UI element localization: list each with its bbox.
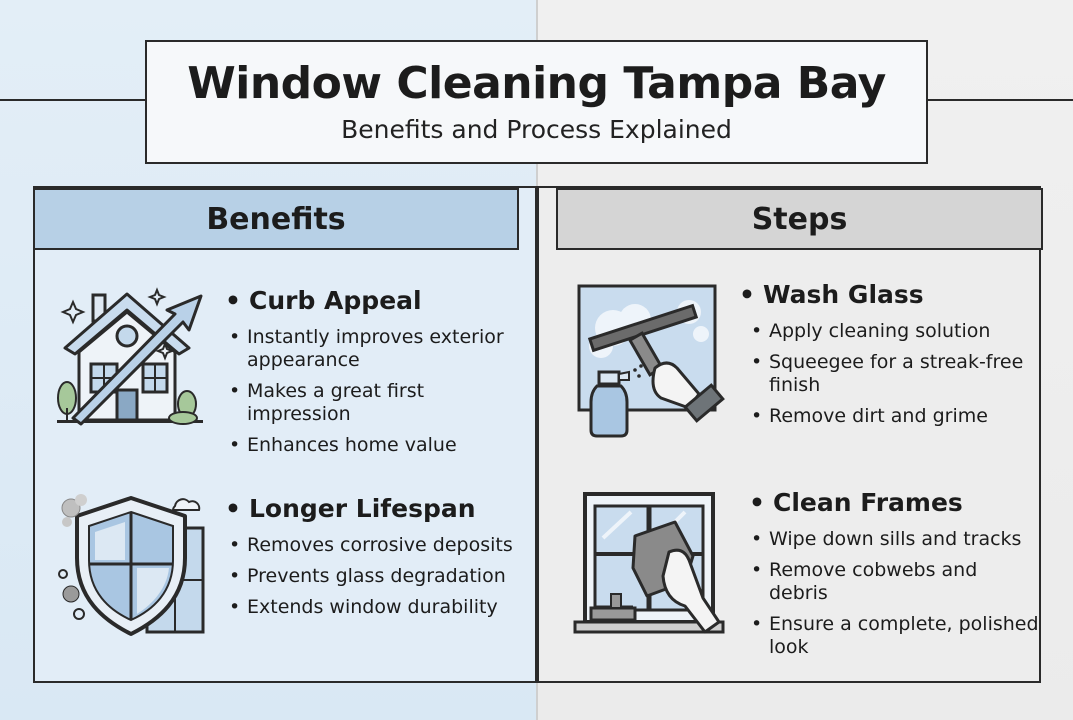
title-box: Window Cleaning Tampa Bay Benefits and P… (145, 40, 928, 164)
list-item: Ensure a complete, polished look (751, 613, 1041, 659)
list-item: Instantly improves exterior appearance (229, 326, 529, 372)
list-item: Prevents glass degradation (229, 565, 529, 588)
list-item: Remove cobwebs and debris (751, 559, 1041, 605)
squeegee-spray-icon (577, 284, 725, 438)
steps-panel: Steps •Wash Glass Apply cleaning solutio… (537, 186, 1043, 683)
title-rule-right (926, 99, 1073, 101)
list-item: Squeegee for a streak-free finish (751, 351, 1041, 397)
clean-frames-section: •Clean Frames Wipe down sills and tracks… (573, 488, 1039, 680)
cloth-frame-icon (573, 492, 725, 634)
shield-window-icon (58, 494, 205, 636)
curb-appeal-list: Instantly improves exterior appearance M… (229, 326, 529, 465)
curb-appeal-section: •Curb Appeal Instantly improves exterior… (55, 280, 525, 457)
page-subtitle: Benefits and Process Explained (341, 115, 732, 144)
list-item: Removes corrosive deposits (229, 534, 529, 557)
list-item: Enhances home value (229, 434, 529, 457)
longer-lifespan-section: •Longer Lifespan Removes corrosive depos… (55, 488, 525, 648)
list-item: Makes a great first impression (229, 380, 529, 426)
wash-glass-list: Apply cleaning solution Squeegee for a s… (751, 320, 1041, 436)
steps-heading: Steps (556, 188, 1043, 250)
curb-appeal-heading: •Curb Appeal (225, 286, 422, 315)
longer-lifespan-heading: •Longer Lifespan (225, 494, 476, 523)
longer-lifespan-list: Removes corrosive deposits Prevents glas… (229, 534, 529, 627)
clean-frames-heading: •Clean Frames (749, 488, 963, 517)
wash-glass-heading: •Wash Glass (739, 280, 924, 309)
list-item: Wipe down sills and tracks (751, 528, 1041, 551)
house-arrow-icon (57, 287, 203, 426)
benefits-panel: Benefits •Curb Appeal Instan (33, 186, 537, 683)
list-item: Apply cleaning solution (751, 320, 1041, 343)
wash-glass-section: •Wash Glass Apply cleaning solution Sque… (577, 280, 1037, 442)
clean-frames-list: Wipe down sills and tracks Remove cobweb… (751, 528, 1041, 667)
benefits-heading: Benefits (33, 188, 519, 250)
page-title: Window Cleaning Tampa Bay (187, 58, 886, 109)
list-item: Remove dirt and grime (751, 405, 1041, 428)
list-item: Extends window durability (229, 596, 529, 619)
title-rule-left (0, 99, 147, 101)
